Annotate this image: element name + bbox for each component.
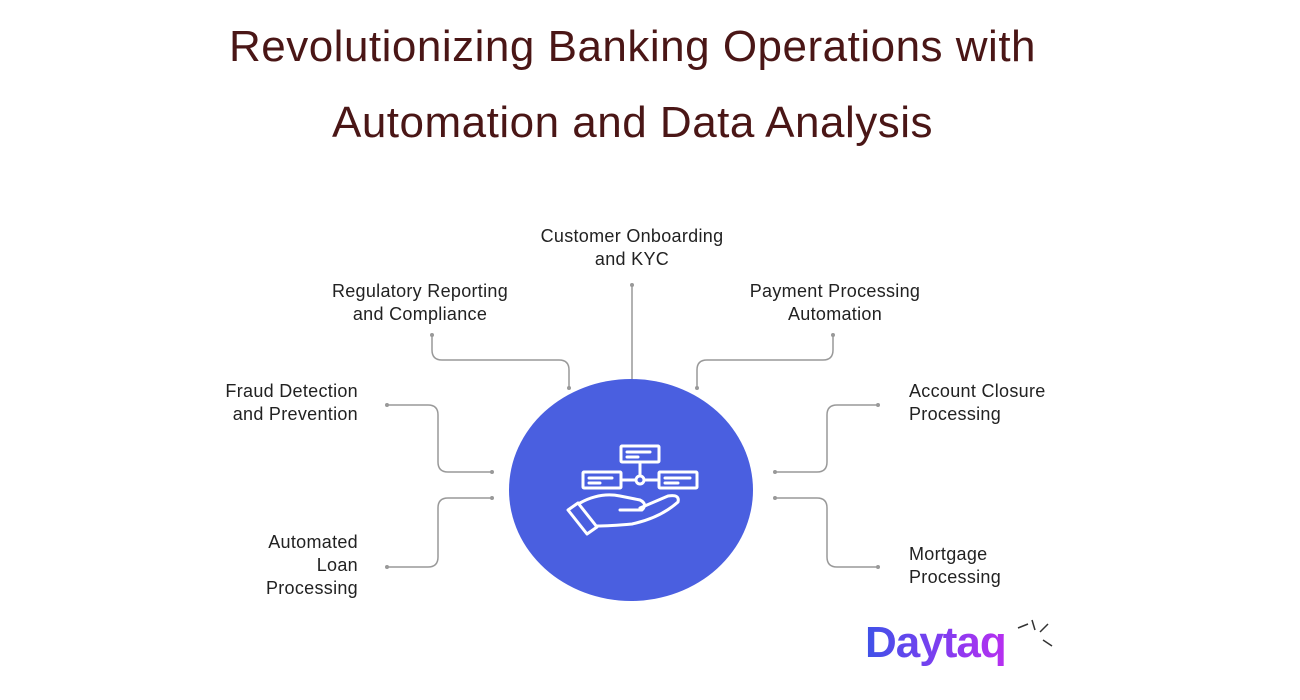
node-label: and Compliance bbox=[352, 304, 488, 324]
connector-payment bbox=[696, 335, 834, 388]
node-mortgage-processing: Mortgage Processing bbox=[909, 543, 1129, 589]
node-label: Processing bbox=[909, 404, 1002, 424]
node-account-closure: Account Closure Processing bbox=[909, 380, 1129, 426]
node-customer-onboarding: Customer Onboarding and KYC bbox=[500, 225, 764, 271]
node-label: Processing bbox=[265, 578, 358, 598]
node-label: Mortgage bbox=[909, 544, 988, 564]
node-label: Customer Onboarding bbox=[540, 226, 724, 246]
connector-fraud bbox=[387, 404, 492, 473]
title-line-1: Revolutionizing Banking Operations with bbox=[228, 22, 1037, 71]
node-label: Account Closure bbox=[909, 381, 1046, 401]
node-payment-processing: Payment Processing Automation bbox=[715, 280, 955, 326]
node-label: Fraud Detection bbox=[225, 381, 358, 401]
node-label: Regulatory Reporting bbox=[331, 281, 509, 301]
node-automated-loan: Automated Loan Processing bbox=[150, 531, 358, 600]
node-label: Payment Processing bbox=[749, 281, 921, 301]
node-label: and Prevention bbox=[232, 404, 358, 424]
connector-mortgage bbox=[775, 497, 878, 568]
node-regulatory-reporting: Regulatory Reporting and Compliance bbox=[295, 280, 545, 326]
logo-spark-icon bbox=[1017, 619, 1053, 647]
daytaq-logo: Daytaq bbox=[865, 618, 1007, 667]
node-label: Loan bbox=[316, 555, 358, 575]
node-fraud-detection: Fraud Detection and Prevention bbox=[150, 380, 358, 426]
connector-account-closure bbox=[775, 404, 878, 473]
node-label: and KYC bbox=[594, 249, 670, 269]
title-line-2: Automation and Data Analysis bbox=[331, 98, 934, 147]
connector-regulatory bbox=[431, 335, 570, 388]
connector-loan bbox=[387, 497, 492, 568]
node-label: Automation bbox=[787, 304, 883, 324]
node-label: Processing bbox=[909, 567, 1002, 587]
hand-flowchart-icon bbox=[566, 444, 699, 536]
node-label: Automated bbox=[268, 532, 358, 552]
center-circle bbox=[509, 379, 753, 601]
